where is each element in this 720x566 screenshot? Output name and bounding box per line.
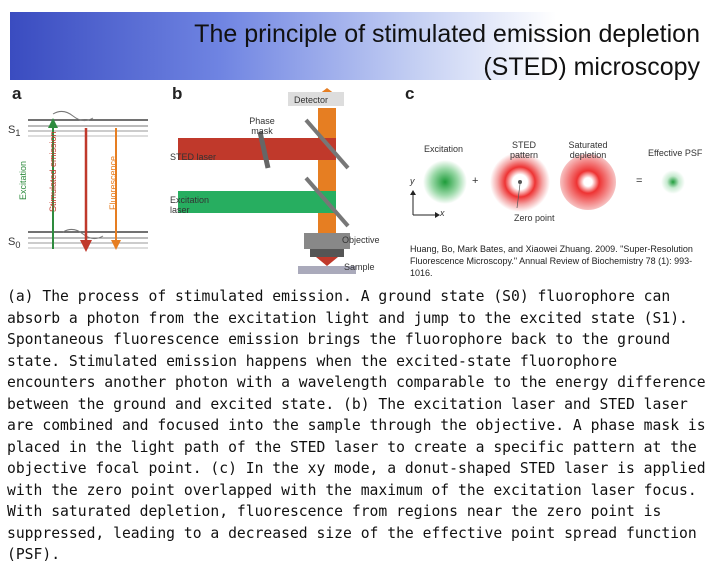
excitation-laser-label: Excitation laser bbox=[170, 195, 210, 215]
equals-sign: = bbox=[636, 175, 643, 187]
title-band bbox=[10, 12, 710, 80]
objective-body bbox=[304, 233, 350, 249]
sted-laser-label: STED laser bbox=[170, 152, 217, 162]
fluorescence-vertical-label: Fluorescence bbox=[108, 155, 118, 210]
s0-label: S0 bbox=[8, 236, 21, 251]
objective-label: Objective bbox=[342, 235, 380, 245]
dichroic-2 bbox=[304, 176, 350, 228]
detector-label: Detector bbox=[294, 95, 329, 105]
optical-setup-diagram bbox=[178, 88, 356, 274]
detector-box bbox=[288, 92, 344, 106]
dichroic-1 bbox=[304, 118, 350, 170]
saturated-donut bbox=[560, 154, 616, 210]
figure-caption: (a) The process of stimulated emission. … bbox=[7, 288, 706, 563]
panel-a-label: a bbox=[12, 84, 22, 103]
sample-slide bbox=[298, 266, 356, 274]
excitation-vertical-label: Excitation bbox=[18, 160, 28, 200]
slide-title: The principle of stimulated emission dep… bbox=[80, 18, 700, 84]
citation: Huang, Bo, Mark Bates, and Xiaowei Zhuan… bbox=[410, 244, 693, 278]
excitation-beam bbox=[178, 191, 336, 213]
s1-label: S1 bbox=[8, 124, 21, 139]
zero-point-label: Zero point bbox=[514, 213, 555, 223]
stimulated-emission-vertical-label: Stimulated emission bbox=[48, 131, 58, 212]
title-line-2: (STED) microscopy bbox=[483, 53, 700, 81]
saturated-depletion-label: Saturated depletion bbox=[568, 140, 608, 160]
plus-sign: + bbox=[472, 175, 479, 187]
energy-level-diagram bbox=[28, 110, 148, 252]
panel-c-label: c bbox=[405, 84, 415, 103]
axis-y-label: y bbox=[410, 176, 415, 186]
psf-diagram bbox=[410, 152, 685, 218]
c-excitation-label: Excitation bbox=[424, 144, 464, 154]
excitation-spot bbox=[423, 160, 467, 204]
s1-levels bbox=[28, 119, 148, 137]
phase-mask-label: Phase mask bbox=[249, 116, 275, 136]
title-line-1: The principle of stimulated emission dep… bbox=[194, 20, 700, 48]
phase-mask bbox=[257, 131, 271, 169]
effective-psf-spot bbox=[661, 170, 685, 194]
sample-label: Sample bbox=[344, 262, 375, 272]
fluorescence-beam bbox=[318, 108, 336, 248]
effective-psf-label: Effective PSF bbox=[648, 148, 703, 158]
sted-pattern-label: STED pattern bbox=[509, 140, 539, 160]
panel-b-label: b bbox=[172, 84, 183, 103]
sted-beam bbox=[178, 138, 336, 160]
axis-x-label: x bbox=[440, 208, 445, 218]
